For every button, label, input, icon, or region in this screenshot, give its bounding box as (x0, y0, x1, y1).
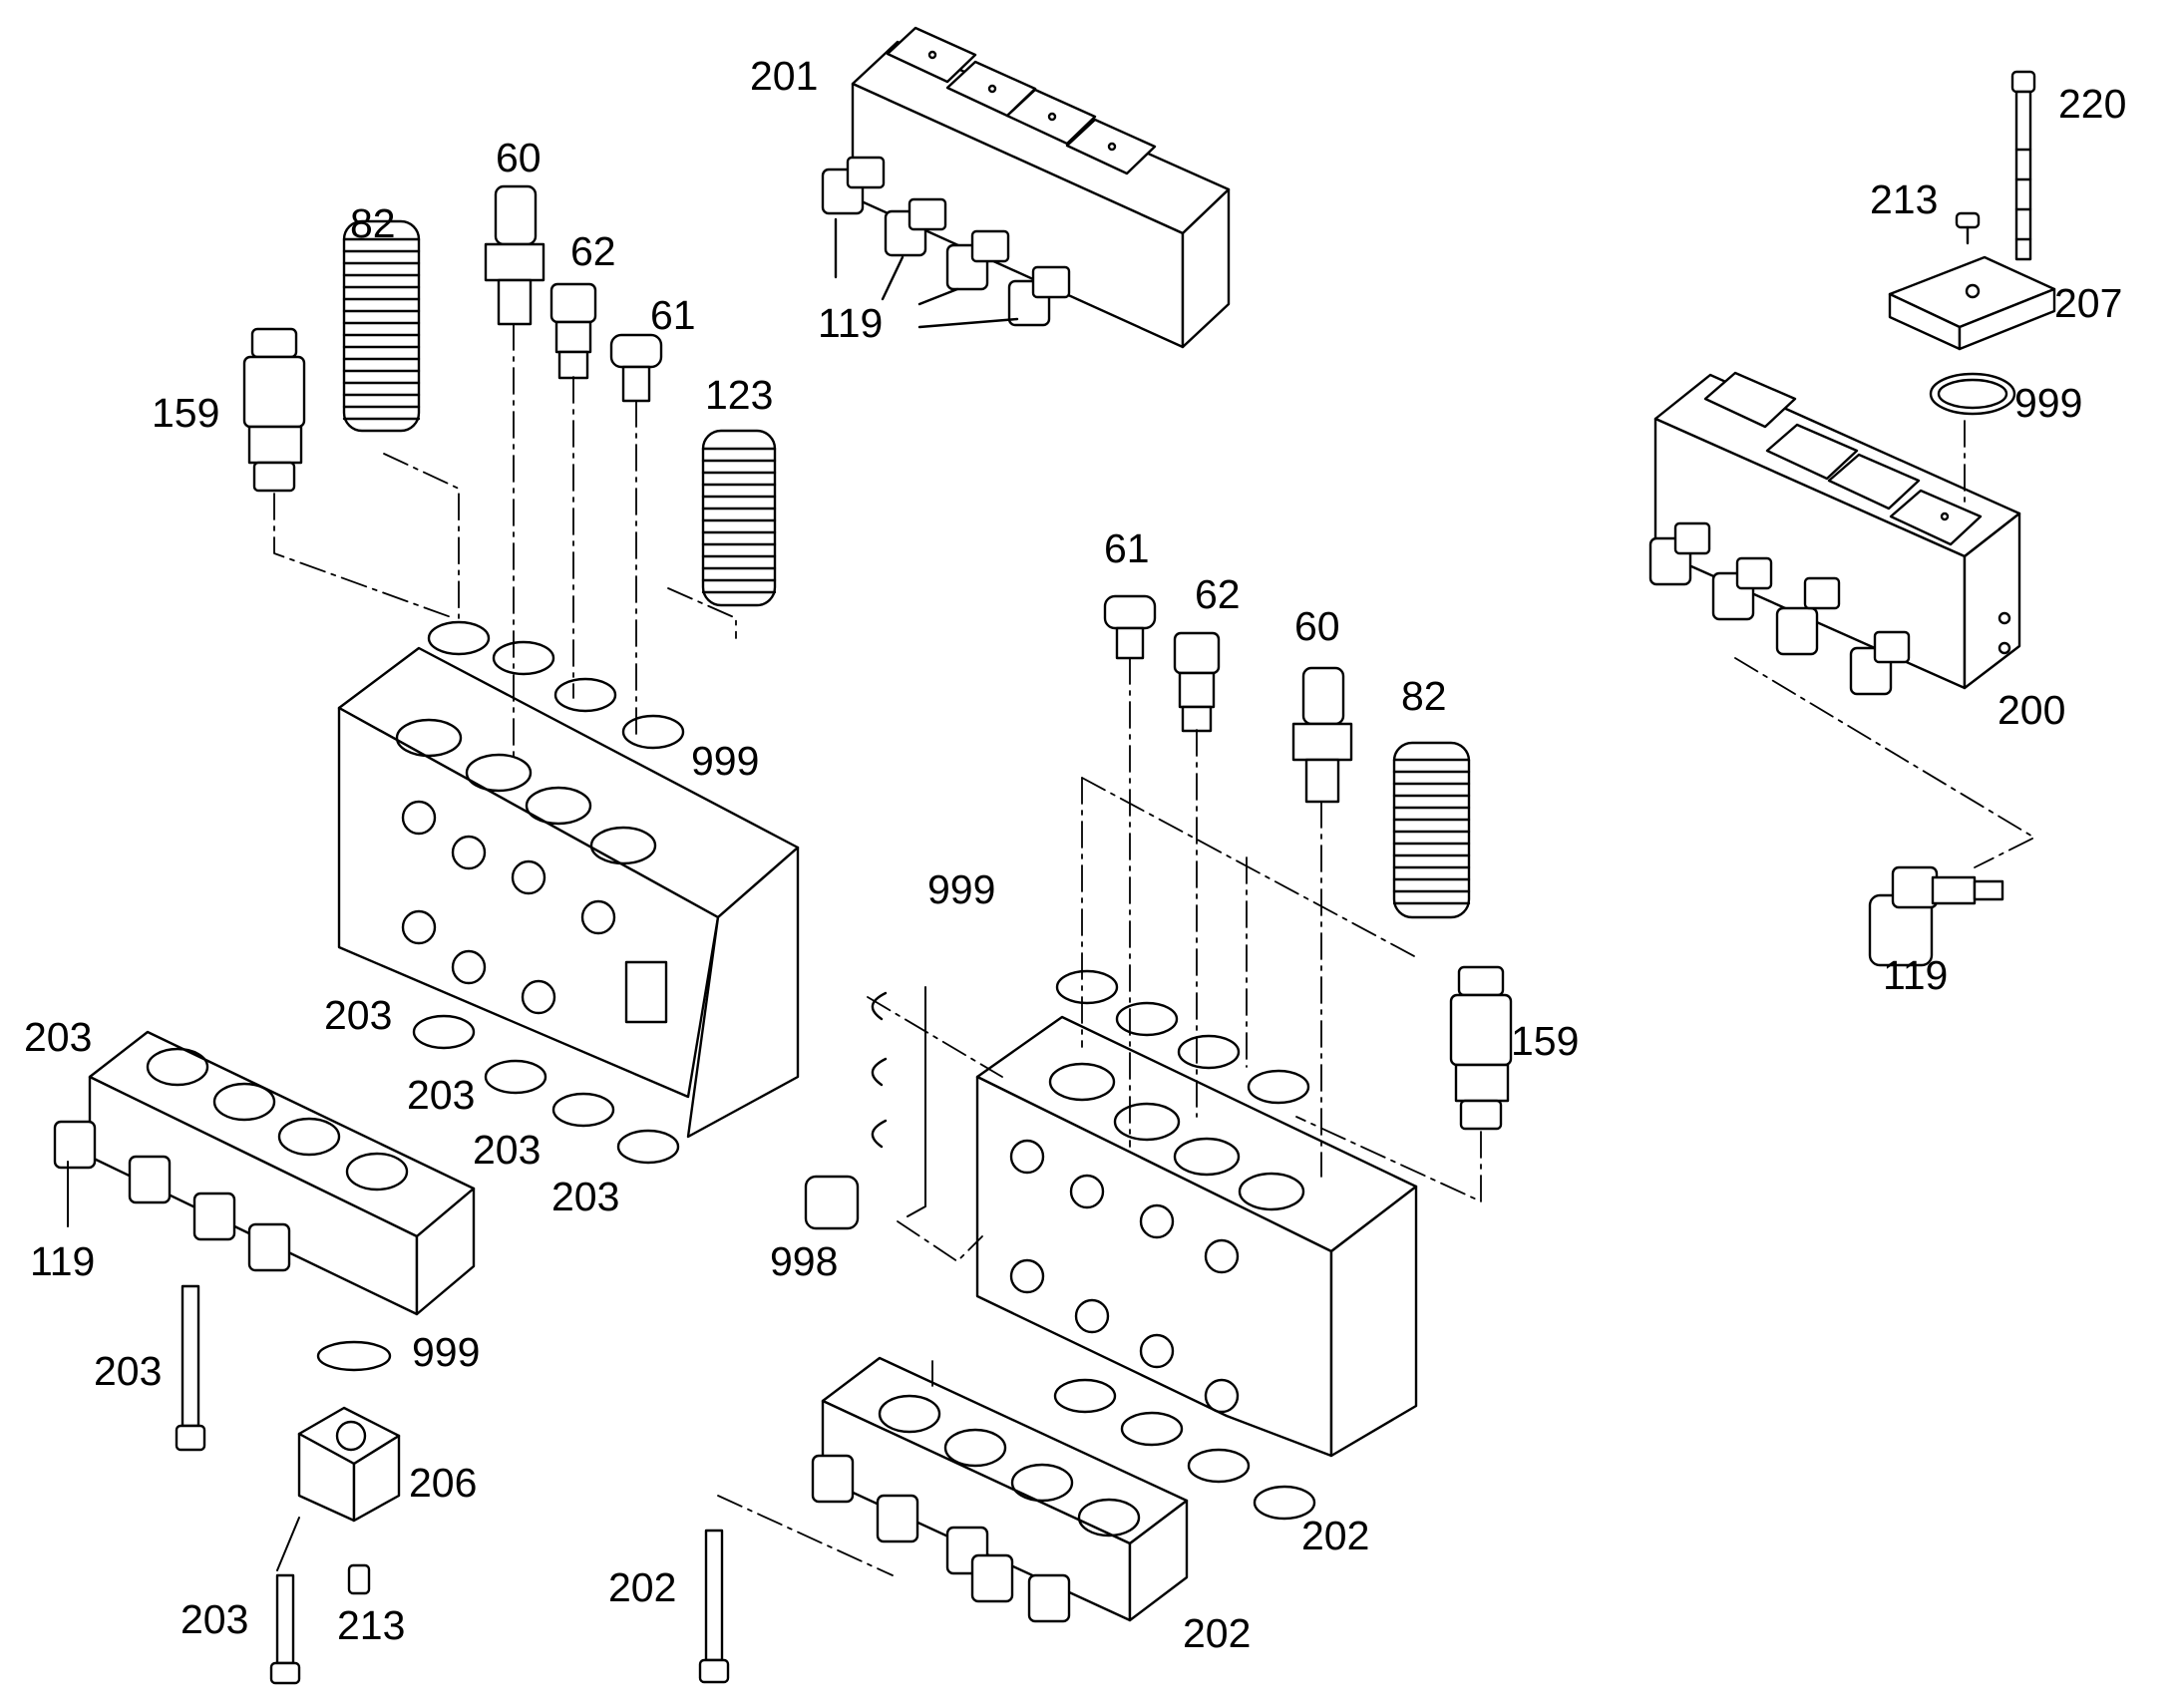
bolt-203-bottom (269, 1573, 301, 1685)
main-valve-body-left (337, 646, 800, 1139)
callout-123: 123 (705, 372, 774, 418)
plug-61-right (1103, 594, 1157, 660)
callout-203: 203 (24, 1014, 93, 1060)
callout-202: 202 (1301, 1513, 1370, 1558)
callout-119: 119 (30, 1238, 96, 1284)
bolt-202 (698, 1529, 730, 1684)
callout-203: 203 (181, 1596, 249, 1642)
orings-999-right-block (1055, 969, 1310, 1105)
plug-61-left (609, 333, 663, 403)
solid-leaders (67, 986, 926, 1571)
tube-998 (804, 1175, 860, 1230)
plug-62-left (549, 282, 597, 380)
callout-206: 206 (409, 1460, 478, 1506)
spring-82-right (1392, 741, 1471, 919)
callout-200: 200 (1998, 687, 2066, 733)
callout-202: 202 (1183, 1610, 1252, 1656)
callout-62: 62 (1195, 571, 1241, 617)
callout-82: 82 (350, 200, 396, 246)
valve-159-right (1449, 965, 1513, 1131)
valve-159-left (242, 327, 306, 493)
spring-82-left (342, 219, 421, 433)
callout-82: 82 (1401, 673, 1447, 719)
solenoid-block-201 (851, 26, 1231, 349)
callout-203: 203 (324, 992, 393, 1038)
orings-202 (1053, 1378, 1316, 1521)
plug-60-right (1291, 666, 1353, 804)
callout-60: 60 (496, 135, 542, 180)
callout-61: 61 (650, 292, 696, 338)
spring-123 (701, 429, 777, 607)
orings-203 (412, 1014, 680, 1165)
orings-999-left (427, 620, 685, 750)
callout-61: 61 (1104, 525, 1150, 571)
screw-213-top (1955, 211, 1981, 245)
plug-62-right (1173, 631, 1221, 733)
screw-213-bottom (347, 1563, 371, 1595)
callout-999: 999 (2014, 380, 2083, 426)
manifold-203 (53, 1030, 476, 1316)
callout-60: 60 (1294, 603, 1340, 649)
callout-203: 203 (407, 1072, 476, 1118)
cover-plate-207 (1888, 255, 2056, 351)
manifold-202 (811, 1356, 1189, 1623)
callout-203: 203 (94, 1348, 163, 1394)
plug-60-left (484, 184, 545, 326)
callout-159: 159 (152, 390, 220, 436)
callout-203: 203 (473, 1127, 542, 1173)
callout-159: 159 (1511, 1018, 1580, 1064)
callout-999: 999 (927, 866, 996, 912)
oring-999-bottom (316, 1340, 392, 1372)
leader-lines (273, 323, 2035, 1576)
callout-220: 220 (2058, 81, 2127, 127)
callout-62: 62 (570, 228, 616, 274)
callout-998: 998 (770, 1238, 839, 1284)
callout-999: 999 (412, 1329, 481, 1375)
bolt-203-left (175, 1284, 206, 1452)
bolt-220 (2010, 70, 2036, 261)
callout-201: 201 (750, 53, 819, 99)
callout-213: 213 (1870, 176, 1939, 222)
callout-999: 999 (691, 738, 760, 784)
main-valve-body-right (975, 1015, 1418, 1458)
callout-207: 207 (2054, 280, 2123, 326)
adapter-206 (297, 1406, 401, 1523)
oring-999-right (1929, 372, 2016, 416)
orings-999-center (871, 991, 888, 1149)
callout-119: 119 (818, 300, 884, 346)
solenoid-block-200 (1648, 371, 2021, 696)
solenoid-connectors-119-top (821, 156, 1071, 329)
callout-213: 213 (337, 1602, 406, 1648)
callout-203: 203 (551, 1174, 620, 1219)
callout-119: 119 (1883, 952, 1949, 998)
solenoid-119-right (1868, 865, 2004, 967)
callout-202: 202 (608, 1564, 677, 1610)
